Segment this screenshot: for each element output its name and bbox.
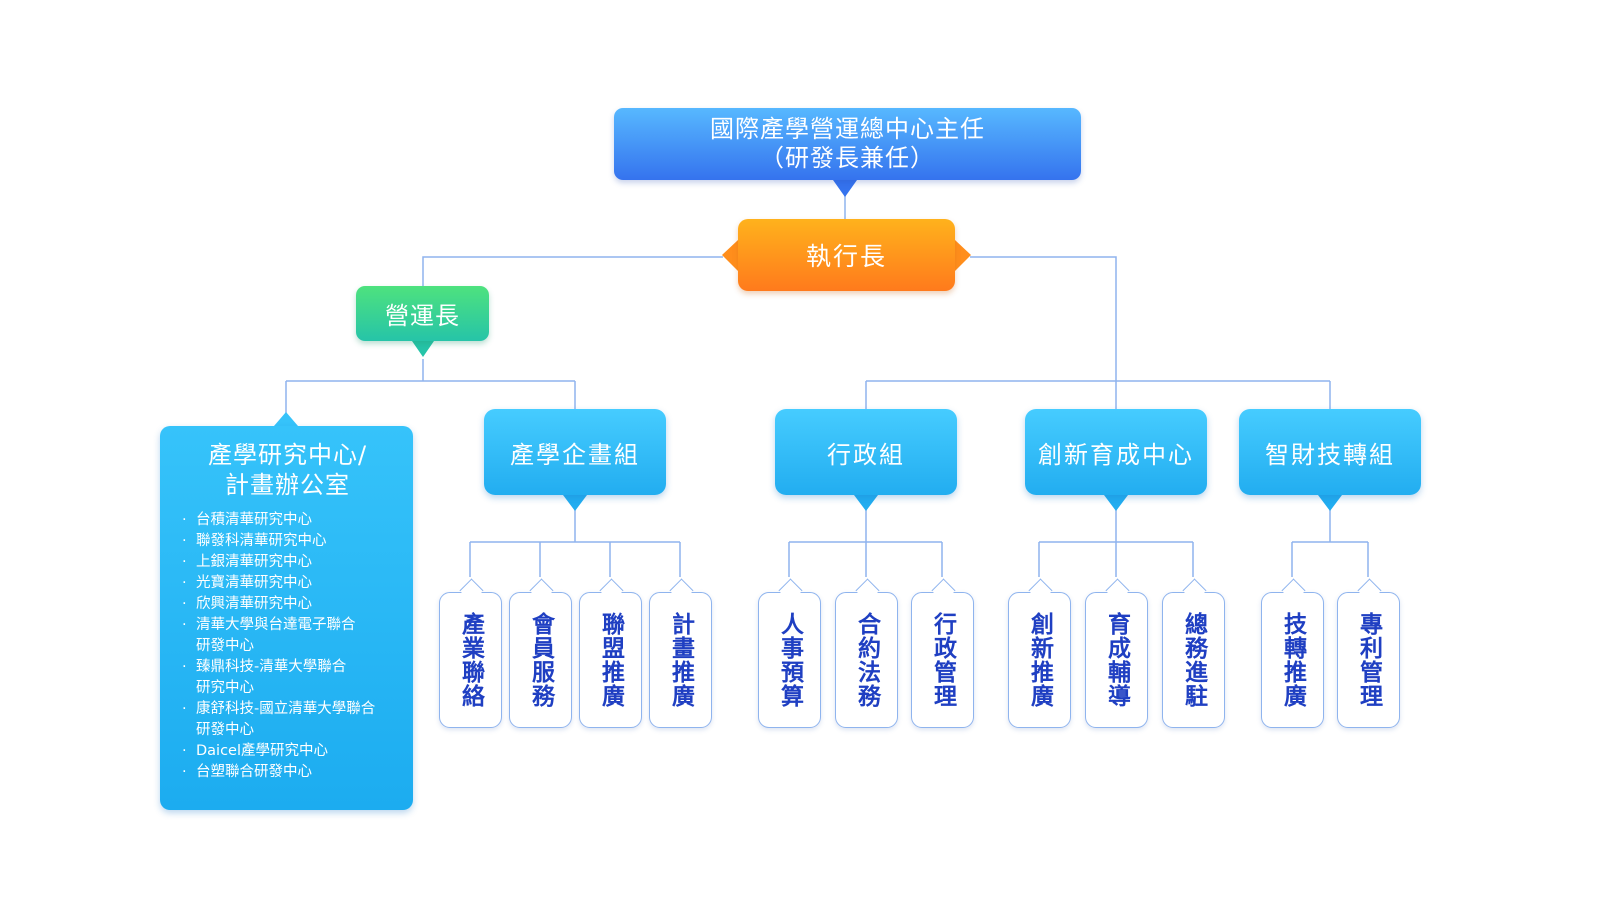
coo-box: 營運長 xyxy=(356,286,489,341)
unit-label: 技轉推廣 xyxy=(1279,612,1306,708)
dept2-pointer xyxy=(854,495,878,511)
ceo-left-point xyxy=(722,240,738,271)
research-office-title: 產學研究中心/ 計畫辦公室 xyxy=(176,440,399,500)
director-line1: 國際產學營運總中心主任 xyxy=(710,115,985,143)
dept-administration: 行政組 xyxy=(775,409,957,495)
pointer-arrows xyxy=(274,180,1342,511)
unit-box: 人事預算 xyxy=(758,578,821,728)
unit-box: 會員服務 xyxy=(509,578,572,728)
line-right-split xyxy=(865,380,1331,409)
line-dept3-units xyxy=(1038,505,1194,577)
dept-industry-planning: 產學企畫組 xyxy=(484,409,666,495)
line-dept4-units xyxy=(1291,505,1369,577)
dept-ip-tech-transfer: 智財技轉組 xyxy=(1239,409,1421,495)
director-box: 國際產學營運總中心主任 （研發長兼任） xyxy=(614,108,1081,180)
unit-label: 創新推廣 xyxy=(1026,612,1053,708)
unit-label: 專利管理 xyxy=(1355,612,1382,708)
ceo-label: 執行長 xyxy=(805,242,887,271)
coo-label: 營運長 xyxy=(385,302,460,330)
list-item: 上銀清華研究中心 xyxy=(182,552,399,573)
research-office-box: 產學研究中心/ 計畫辦公室 台積清華研究中心 聯發科清華研究中心 上銀清華研究中… xyxy=(160,426,413,810)
unit-box: 產業聯絡 xyxy=(439,578,502,728)
unit-label: 合約法務 xyxy=(853,612,880,708)
dept1-pointer xyxy=(563,495,587,511)
unit-label: 聯盟推廣 xyxy=(597,612,624,708)
ceo-right-point xyxy=(955,240,971,271)
dept-incubation-center: 創新育成中心 xyxy=(1025,409,1207,495)
line-dept1-units xyxy=(469,505,681,577)
unit-box: 行政管理 xyxy=(911,578,974,728)
list-item: 聯發科清華研究中心 xyxy=(182,531,399,552)
dept-label: 產學企畫組 xyxy=(510,440,640,469)
unit-box: 總務進駐 xyxy=(1162,578,1225,728)
unit-label: 會員服務 xyxy=(527,612,554,708)
director-pointer xyxy=(833,180,857,197)
director-line2: （研發長兼任） xyxy=(760,144,935,172)
dept-label: 創新育成中心 xyxy=(1038,440,1194,469)
coo-pointer xyxy=(412,341,434,357)
dept-label: 智財技轉組 xyxy=(1265,440,1395,469)
unit-label: 產業聯絡 xyxy=(457,612,484,708)
dept-label: 行政組 xyxy=(827,440,905,469)
list-item: 臻鼎科技-清華大學聯合 研究中心 xyxy=(182,657,399,699)
unit-box: 合約法務 xyxy=(835,578,898,728)
unit-box: 創新推廣 xyxy=(1008,578,1071,728)
dept3-pointer xyxy=(1104,495,1128,511)
list-item: 康舒科技-國立清華大學聯合 研發中心 xyxy=(182,699,399,741)
unit-box: 育成輔導 xyxy=(1085,578,1148,728)
list-item: 欣興清華研究中心 xyxy=(182,594,399,615)
unit-label: 人事預算 xyxy=(776,612,803,708)
research-center-list: 台積清華研究中心 聯發科清華研究中心 上銀清華研究中心 光寶清華研究中心 欣興清… xyxy=(182,510,399,783)
unit-label: 計畫推廣 xyxy=(667,612,694,708)
unit-box: 專利管理 xyxy=(1337,578,1400,728)
list-item: 清華大學與台達電子聯合 研發中心 xyxy=(182,615,399,657)
research-office-title-line2: 計畫辦公室 xyxy=(225,471,350,499)
line-ceo-left xyxy=(422,256,723,286)
unit-label: 育成輔導 xyxy=(1103,612,1130,708)
line-ceo-right xyxy=(970,256,1117,381)
line-dept2-units xyxy=(788,505,943,577)
unit-box: 聯盟推廣 xyxy=(579,578,642,728)
unit-box: 技轉推廣 xyxy=(1261,578,1324,728)
unit-label: 總務進駐 xyxy=(1180,612,1207,708)
line-coo-split xyxy=(285,359,576,414)
list-item: 台塑聯合研發中心 xyxy=(182,762,399,783)
list-item: 台積清華研究中心 xyxy=(182,510,399,531)
ceo-box: 執行長 xyxy=(738,219,955,291)
unit-box: 計畫推廣 xyxy=(649,578,712,728)
research-office-title-line1: 產學研究中心/ xyxy=(207,441,368,469)
unit-label: 行政管理 xyxy=(929,612,956,708)
list-item: Daicel產學研究中心 xyxy=(182,741,399,762)
list-item: 光寶清華研究中心 xyxy=(182,573,399,594)
dept4-pointer xyxy=(1318,495,1342,511)
research-office-pointer xyxy=(274,412,298,426)
